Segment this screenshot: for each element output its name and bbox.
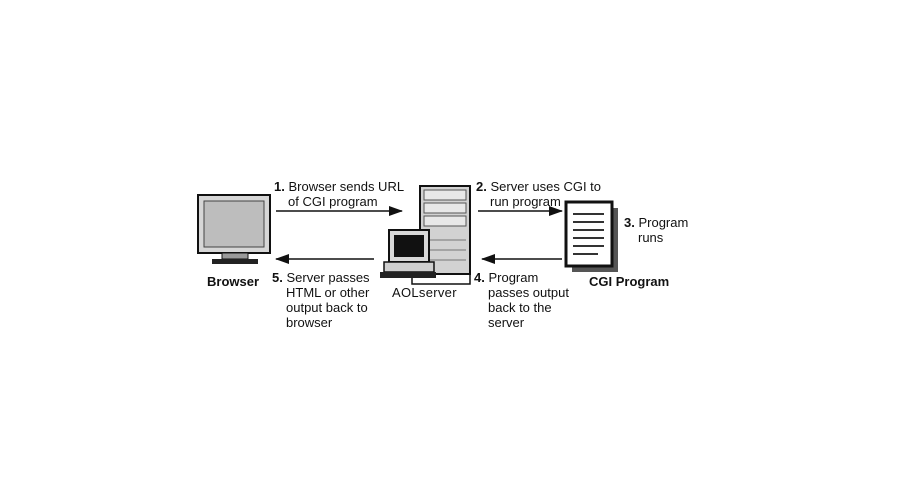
- step-4-line-4: server: [488, 315, 525, 330]
- step-2-line-2: run program: [490, 194, 561, 209]
- step-1-line-2: of CGI program: [288, 194, 378, 209]
- browser-label: Browser: [207, 274, 260, 289]
- cgi-program-label: CGI Program: [589, 274, 670, 289]
- step-4-line-1: Program: [488, 270, 539, 285]
- step-3-text: 3. Program runs: [624, 215, 688, 245]
- step-4-line-2: passes output: [488, 285, 569, 300]
- step-3-line-2: runs: [638, 230, 664, 245]
- step-1-line-1: Browser sends URL: [288, 179, 405, 194]
- step-5-text: 5. Server passes HTML or other output ba…: [272, 270, 370, 330]
- step-5-line-2: HTML or other: [286, 285, 370, 300]
- step-4-number: 4.: [474, 270, 485, 285]
- step-3-number: 3.: [624, 215, 635, 230]
- step-2-number: 2.: [476, 179, 487, 194]
- step-4-text: 4. Program passes output back to the ser…: [474, 270, 569, 330]
- step-1-number: 1.: [274, 179, 285, 194]
- server-tower-icon: [419, 185, 471, 275]
- step-4-line-3: back to the: [488, 300, 552, 315]
- step-5-line-1: Server passes: [286, 270, 370, 285]
- cgi-document-icon: [564, 200, 618, 272]
- step-1-text: 1. Browser sends URL of CGI program: [274, 179, 404, 209]
- server-workstation-icon: [380, 229, 471, 285]
- step-5-number: 5.: [272, 270, 283, 285]
- step-5-line-4: browser: [286, 315, 333, 330]
- step-3-line-1: Program: [638, 215, 689, 230]
- step-5-line-3: output back to: [286, 300, 368, 315]
- step-2-text: 2. Server uses CGI to run program: [476, 179, 601, 209]
- browser-monitor-icon: [197, 194, 271, 264]
- server-label: AOLserver: [392, 285, 457, 300]
- step-2-line-1: Server uses CGI to: [490, 179, 602, 194]
